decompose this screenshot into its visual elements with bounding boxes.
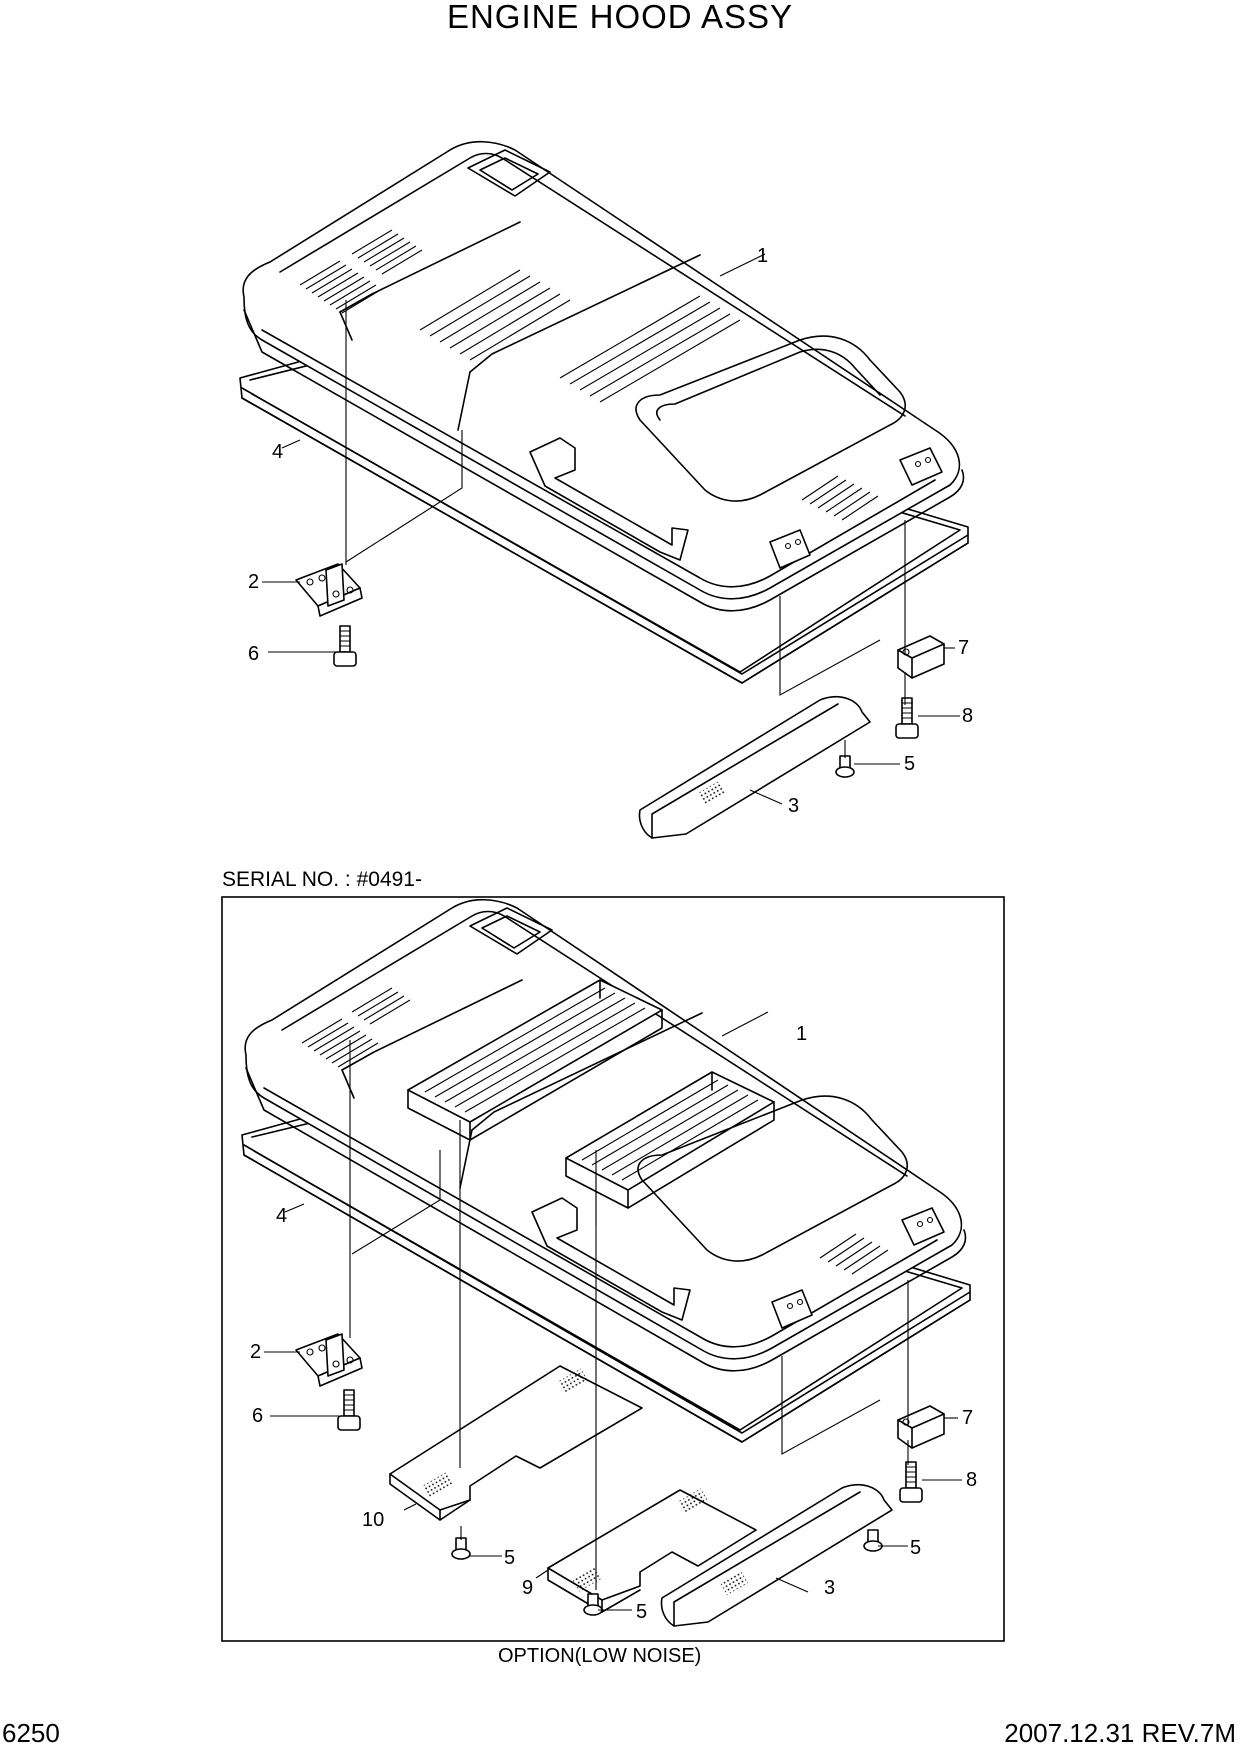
upper-callouts: 1 2 3 4 5 6 7 8: [248, 245, 973, 817]
upper-callout-7: 7: [958, 637, 969, 659]
lower-cover: [660, 1484, 893, 1627]
upper-bracket: [897, 635, 945, 679]
lower-callout-5-b: 5: [636, 1601, 647, 1623]
upper-callout-4: 4: [272, 441, 283, 463]
upper-bolt-8: [895, 697, 919, 739]
lower-callouts: 1 2 3 4 5 5 5 6 7 8 9 10: [250, 1023, 977, 1623]
lower-callout-10: 10: [362, 1509, 384, 1531]
lower-leader-lines: [264, 1011, 962, 1611]
upper-callout-8: 8: [962, 705, 973, 727]
lower-callout-6: 6: [252, 1405, 263, 1427]
upper-callout-2: 2: [248, 571, 259, 593]
upper-hood: [242, 140, 965, 612]
lower-bolt-5-c: [863, 1529, 883, 1552]
serial-number-note: SERIAL NO. : #0491-: [222, 868, 422, 891]
lower-callout-1: 1: [796, 1023, 807, 1045]
lower-insulation-plate-10: [389, 1365, 643, 1521]
page-number: 6250: [2, 1718, 60, 1748]
lower-callout-2: 2: [250, 1341, 261, 1363]
upper-callout-5: 5: [904, 753, 915, 775]
upper-leader-lines: [262, 253, 960, 805]
lower-bolt-5-b: [583, 1593, 603, 1616]
lower-insulation-plate-9: [547, 1488, 757, 1613]
lower-callout-5-a: 5: [504, 1547, 515, 1569]
upper-hinge: [295, 563, 363, 617]
option-box: [221, 896, 1005, 1642]
upper-bolt-6: [333, 625, 357, 667]
upper-cover: [638, 696, 871, 839]
lower-bolt-8: [899, 1461, 923, 1503]
option-caption: OPTION(LOW NOISE): [498, 1645, 702, 1667]
lower-callout-5-c: 5: [910, 1537, 921, 1559]
upper-callout-1: 1: [757, 245, 768, 267]
lower-baffle-box-rear: [565, 1071, 775, 1209]
upper-callout-6: 6: [248, 643, 259, 665]
lower-callout-4: 4: [276, 1205, 287, 1227]
lower-bolt-5-a: [451, 1537, 471, 1560]
lower-assembly: 1 2 3 4 5 5 5 6 7 8 9 10: [241, 898, 977, 1627]
lower-hinge: [295, 1333, 363, 1387]
lower-bracket: [897, 1405, 945, 1449]
lower-callout-3: 3: [824, 1577, 835, 1599]
revision-stamp: 2007.12.31 REV.7M: [1004, 1718, 1236, 1748]
page-title: ENGINE HOOD ASSY: [446, 0, 794, 35]
lower-callout-8: 8: [966, 1469, 977, 1491]
lower-hood: [244, 898, 967, 1372]
upper-assembly: 1 2 3 4 5 6 7 8: [239, 140, 973, 839]
upper-bolt-5: [835, 755, 855, 778]
lower-callout-7: 7: [962, 1407, 973, 1429]
lower-bolt-6: [337, 1389, 361, 1431]
lower-baffle-box-front: [407, 979, 663, 1141]
upper-callout-3: 3: [788, 795, 799, 817]
lower-callout-9: 9: [522, 1577, 533, 1599]
